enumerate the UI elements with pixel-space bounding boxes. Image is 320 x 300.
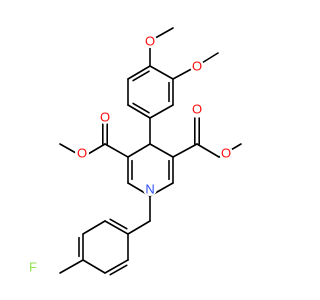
bond-double	[109, 218, 128, 230]
bond-double	[127, 65, 151, 80]
atom-label-text: O	[77, 146, 87, 161]
atom-o-methoxy-top: O	[143, 34, 157, 49]
bond-single	[149, 104, 174, 119]
bond-single	[149, 143, 174, 158]
atom-o-ester-right-ether: O	[219, 146, 233, 161]
atom-label-text: O	[145, 34, 155, 49]
bond-single	[59, 259, 84, 274]
bond-single	[127, 220, 151, 235]
bond-double	[104, 259, 129, 274]
atom-labels: O O O O O O N F	[26, 34, 233, 275]
atom-o-ester-left-carbonyl: O	[98, 110, 112, 125]
bond-double	[132, 102, 150, 114]
atom-label-text: F	[29, 260, 37, 275]
bond-double	[104, 220, 129, 235]
atom-label-text: O	[100, 110, 110, 125]
bond-single	[127, 143, 151, 158]
bond-double	[132, 70, 150, 82]
atom-o-methoxy-right: O	[190, 59, 204, 74]
bond-single	[172, 143, 198, 158]
bond-single	[104, 143, 129, 158]
bond-double	[109, 264, 128, 276]
molecule-structure-drawing: O O O O O O N F	[26, 27, 242, 276]
atom-n-ring: N	[143, 182, 157, 197]
atom-f-aryl: F	[26, 260, 40, 275]
atom-label-text: O	[192, 102, 202, 117]
bond-single	[82, 259, 106, 274]
atom-label-text: O	[221, 146, 231, 161]
atom-o-ester-left-ether: O	[75, 146, 89, 161]
atom-o-ester-right-carbonyl: O	[190, 102, 204, 117]
bond-double	[127, 104, 151, 119]
bond-single	[82, 220, 106, 235]
atom-label-text: N	[145, 182, 154, 197]
bond-single	[149, 65, 174, 80]
atom-label-text: O	[192, 59, 202, 74]
bond-single	[196, 143, 220, 158]
